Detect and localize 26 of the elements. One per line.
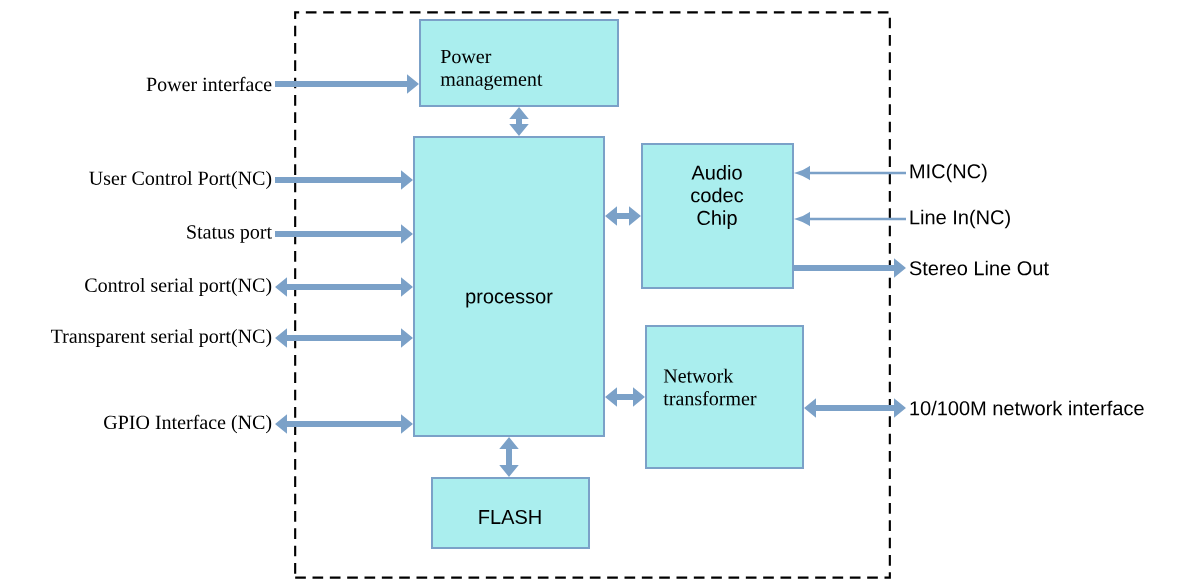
port-label: 10/100M network interface [910, 400, 1144, 416]
block-box: processor [413, 136, 605, 437]
block-box: Audio codec Chip [641, 143, 794, 289]
block-box: Network transformer [645, 325, 804, 469]
port-label: Power interface [146, 76, 272, 92]
arrow [605, 206, 641, 226]
port-label: User Control Port(NC) [89, 170, 272, 190]
arrow [275, 328, 413, 348]
arrow [796, 212, 906, 226]
arrow [275, 277, 413, 297]
block-box: FLASH [431, 477, 590, 549]
arrow [275, 414, 413, 434]
arrow [804, 398, 906, 418]
port-label: GPIO Interface (NC) [104, 414, 272, 434]
port-label: MIC(NC) [910, 163, 987, 183]
arrow [796, 166, 906, 180]
arrow [605, 387, 645, 407]
block-box: Power management [419, 19, 619, 107]
arrow [509, 107, 529, 136]
port-label: Transparent serial port(NC) [51, 328, 272, 348]
port-label: Line In(NC) [910, 209, 1010, 229]
port-label: Status port [187, 225, 272, 243]
dashed-frame [294, 11, 891, 579]
port-label: Control serial port(NC) [85, 277, 272, 297]
arrow [499, 437, 519, 477]
port-label: Stereo Line Out [909, 260, 1049, 276]
